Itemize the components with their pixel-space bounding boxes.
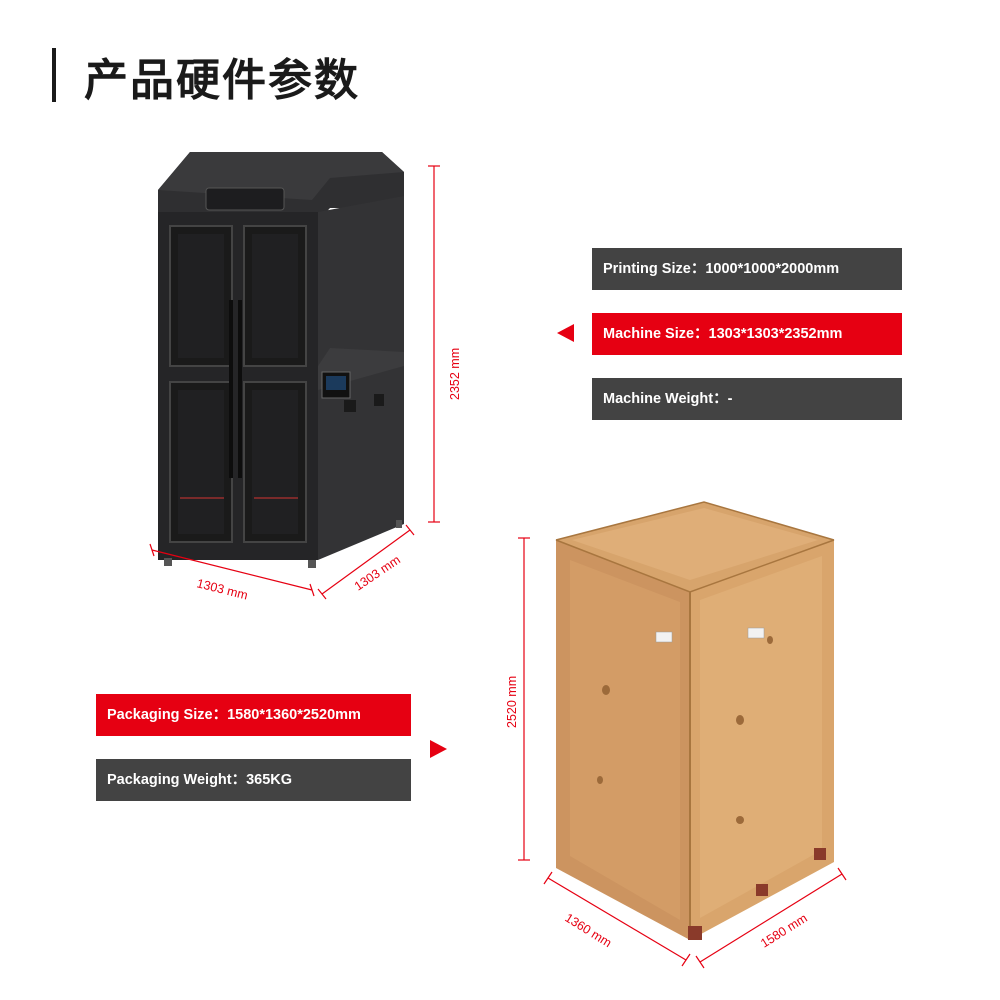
machine-depth-label: 1303 mm [352, 553, 403, 594]
packaging-weight-spec: Packaging Weight：365KG [96, 759, 411, 801]
machine-height-dimension-line [428, 165, 440, 523]
package-width-label: 1580 mm [758, 911, 810, 950]
printing-size-spec: Printing Size：1000*1000*2000mm [592, 248, 902, 290]
packaging-pointer-arrow [430, 740, 447, 758]
heading-accent-bar [52, 48, 56, 102]
packaging-size-spec: Packaging Size：1580*1360*2520mm [96, 694, 411, 736]
machine-weight-spec: Machine Weight：- [592, 378, 902, 420]
machine-width-dimension-line [149, 543, 315, 597]
machine-depth-dimension-line [317, 524, 415, 600]
machine-size-spec: Machine Size：1303*1303*2352mm [592, 313, 902, 355]
package-height-label: 2520 mm [505, 676, 519, 728]
printer-machine-image [158, 152, 404, 568]
machine-width-label: 1303 mm [195, 576, 249, 602]
package-depth-label: 1360 mm [562, 911, 614, 950]
packaging-crate-image [555, 501, 835, 940]
package-height-dimension-line [518, 537, 530, 861]
package-depth-dimension-line [543, 871, 691, 967]
package-width-dimension-line [695, 867, 847, 969]
page-title: 产品硬件参数 [84, 55, 360, 106]
machine-size-pointer-arrow [557, 324, 574, 342]
machine-height-label: 2352 mm [448, 348, 462, 400]
